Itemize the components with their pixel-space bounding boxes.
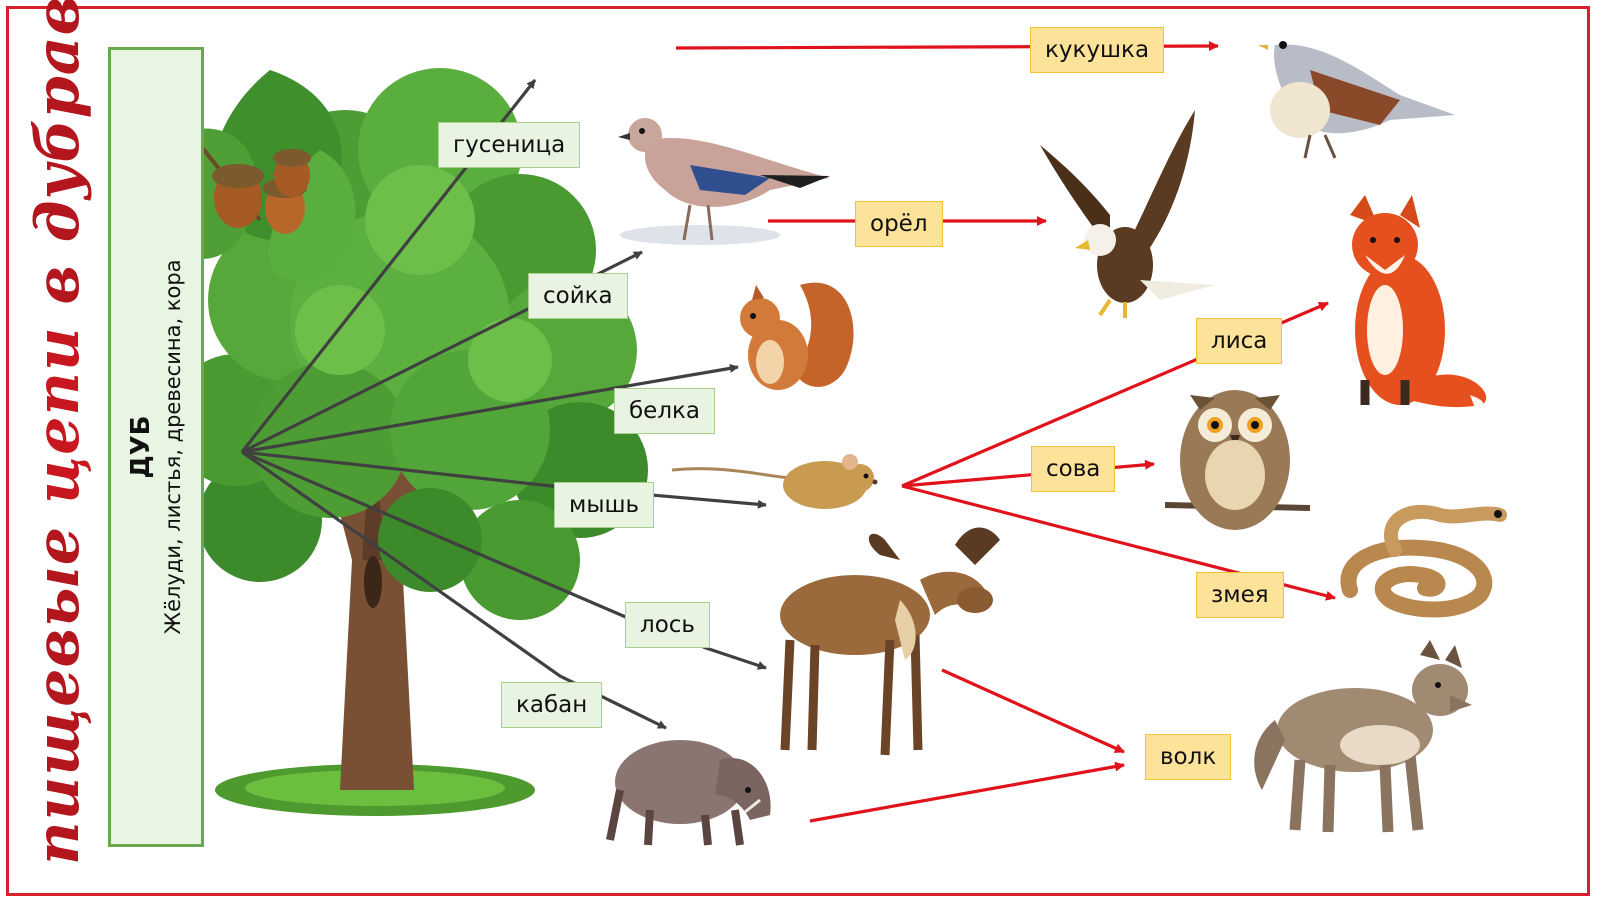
arrow-oak-squirrel — [241, 363, 739, 454]
label-eagle: орёл — [855, 201, 943, 247]
label-squirrel: белка — [614, 388, 716, 434]
snake-icon — [1340, 504, 1507, 618]
label-moose: лось — [625, 602, 710, 648]
label-cuckoo: кукушка — [1030, 27, 1165, 73]
arrow-boar-wolf — [809, 761, 1125, 823]
fieldfare-icon — [1258, 41, 1455, 159]
label-caterpillar: гусеница — [438, 122, 581, 168]
eagle-icon — [1040, 110, 1215, 318]
jay-icon — [618, 118, 830, 245]
moose-icon — [780, 527, 1000, 756]
title-part-3: в дубраве — [23, 0, 93, 327]
arrow-oak-boar — [241, 450, 667, 730]
source-description: Жёлуди, листья, древесина, кора — [161, 259, 185, 635]
slide-title: пищевые цепи в дубраве — [23, 0, 93, 865]
title-part-2: цепи — [23, 326, 93, 504]
slide-frame — [6, 6, 1590, 896]
label-wolf: волк — [1145, 734, 1232, 780]
arrow-mouse-owl — [901, 459, 1155, 488]
fox-icon — [1350, 195, 1487, 408]
wolf-icon — [1254, 640, 1472, 833]
mouse-icon — [671, 454, 878, 509]
source-box-oak: ДУБ Жёлуди, листья, древесина, кора — [108, 47, 204, 847]
boar-icon — [606, 740, 771, 846]
label-snake: змея — [1196, 572, 1284, 618]
title-part-1: пищевые — [23, 504, 93, 865]
label-boar: кабан — [501, 682, 603, 728]
label-jay: сойка — [528, 273, 628, 319]
source-box-text: ДУБ Жёлуди, листья, древесина, кора — [124, 57, 188, 837]
label-owl: сова — [1031, 446, 1116, 492]
label-fox: лиса — [1196, 318, 1283, 364]
label-mouse: мышь — [554, 482, 655, 528]
arrow-moose-wolf — [941, 668, 1125, 754]
source-name: ДУБ — [126, 415, 156, 479]
squirrel-icon — [740, 282, 854, 390]
owl-icon — [1164, 390, 1311, 530]
